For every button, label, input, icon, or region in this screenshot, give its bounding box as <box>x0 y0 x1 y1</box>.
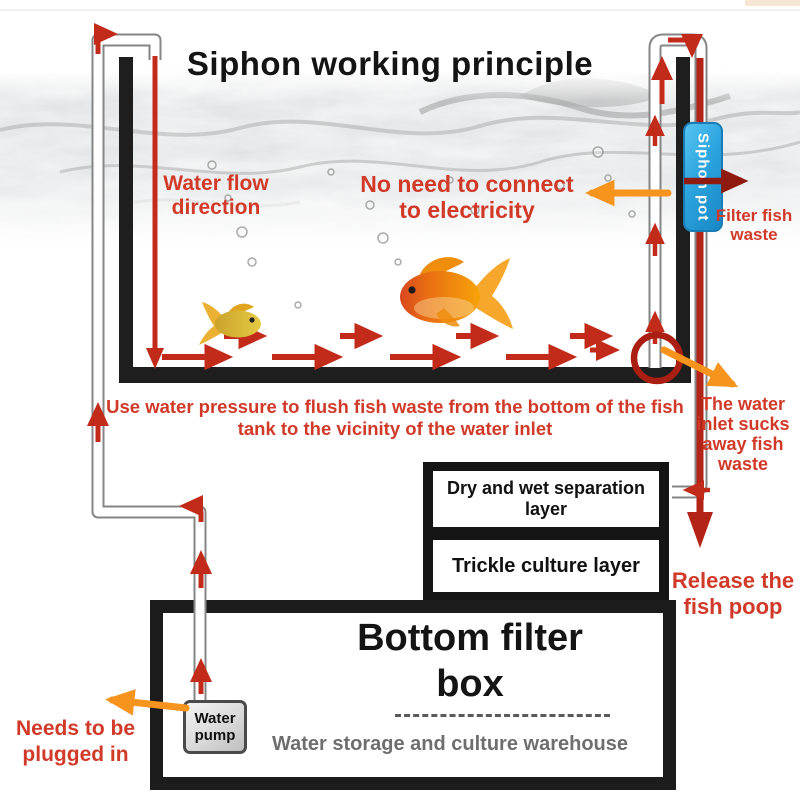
wave-line <box>119 198 301 208</box>
flush-annotation: Use water pressure to flush fish waste f… <box>106 396 684 439</box>
water-flow-direction-label: Water flow direction <box>163 172 269 219</box>
release-fish-poop-label: Release the fish poop <box>671 568 795 620</box>
trickle-culture-layer: Trickle culture layer <box>433 540 659 592</box>
corner-artifact <box>745 0 800 6</box>
bottom-filter-box-title: Bottom filter box <box>357 617 583 705</box>
tank-inflow-arrow <box>146 56 164 369</box>
fish-eye <box>249 317 255 323</box>
filter-fish-waste-label: Filter fish waste <box>715 206 793 245</box>
water-noise-band <box>0 70 800 245</box>
water-pump: Water pump <box>183 700 247 754</box>
inlet-pipe-flow-arrows <box>645 34 704 344</box>
tank-left-wall <box>119 57 133 383</box>
small-goldfish-illustration <box>199 302 261 345</box>
fish-eye <box>408 286 416 294</box>
needs-plugged-in-label: Needs to be plugged in <box>15 717 136 767</box>
trickle-label: Trickle culture layer <box>452 554 640 577</box>
left-supply-pipe <box>91 33 207 704</box>
water-pump-label: Water pump <box>194 709 236 744</box>
siphon-pot-label: Siphon pot <box>694 132 712 222</box>
page-title: Siphon working principle <box>186 45 594 82</box>
left-pipe-flow-arrows <box>86 22 212 694</box>
release-arrowhead <box>687 512 713 548</box>
tank-bottom-flow-arrows <box>162 322 621 371</box>
water-storage-label: Water storage and culture warehouse <box>271 733 628 755</box>
no-electricity-label: No need to connect to electricity <box>360 171 574 223</box>
big-goldfish-illustration <box>400 257 513 329</box>
bottom-filter-box <box>150 600 676 790</box>
wave-line <box>59 140 800 175</box>
page-edge-line <box>0 9 800 11</box>
dry-wet-separation-layer: Dry and wet separation layer <box>433 471 659 527</box>
splash-blob <box>520 78 660 108</box>
dashed-divider <box>395 714 610 717</box>
water-inlet-sucks-label: The water inlet sucks away fish waste <box>696 394 790 475</box>
dry-wet-label: Dry and wet separation layer <box>446 478 646 519</box>
separation-layers-container: Dry and wet separation layer Trickle cul… <box>423 462 669 602</box>
bubbles <box>207 146 636 309</box>
tank-bottom-wall <box>119 367 691 383</box>
